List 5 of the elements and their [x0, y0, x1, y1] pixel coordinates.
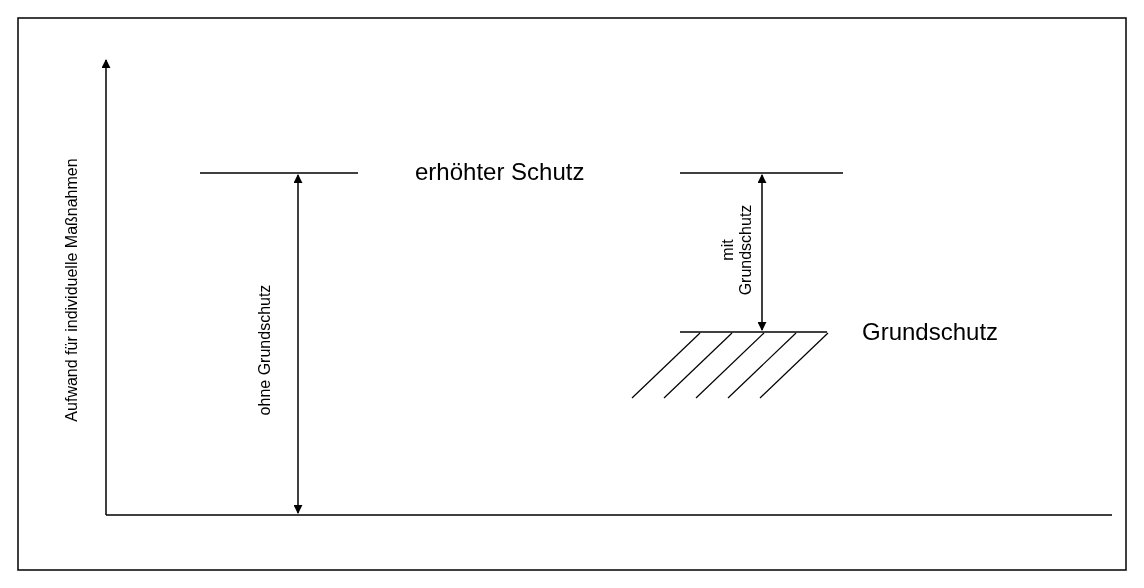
dimension-label: mit Grundschutz [718, 203, 755, 298]
level-label: erhöhter Schutz [415, 158, 585, 186]
level-label: Grundschutz [862, 318, 999, 346]
dimension-label: ohne Grundschutz [255, 284, 274, 416]
axis-title: Aufwand für individuelle Maßnahmen [62, 158, 81, 422]
